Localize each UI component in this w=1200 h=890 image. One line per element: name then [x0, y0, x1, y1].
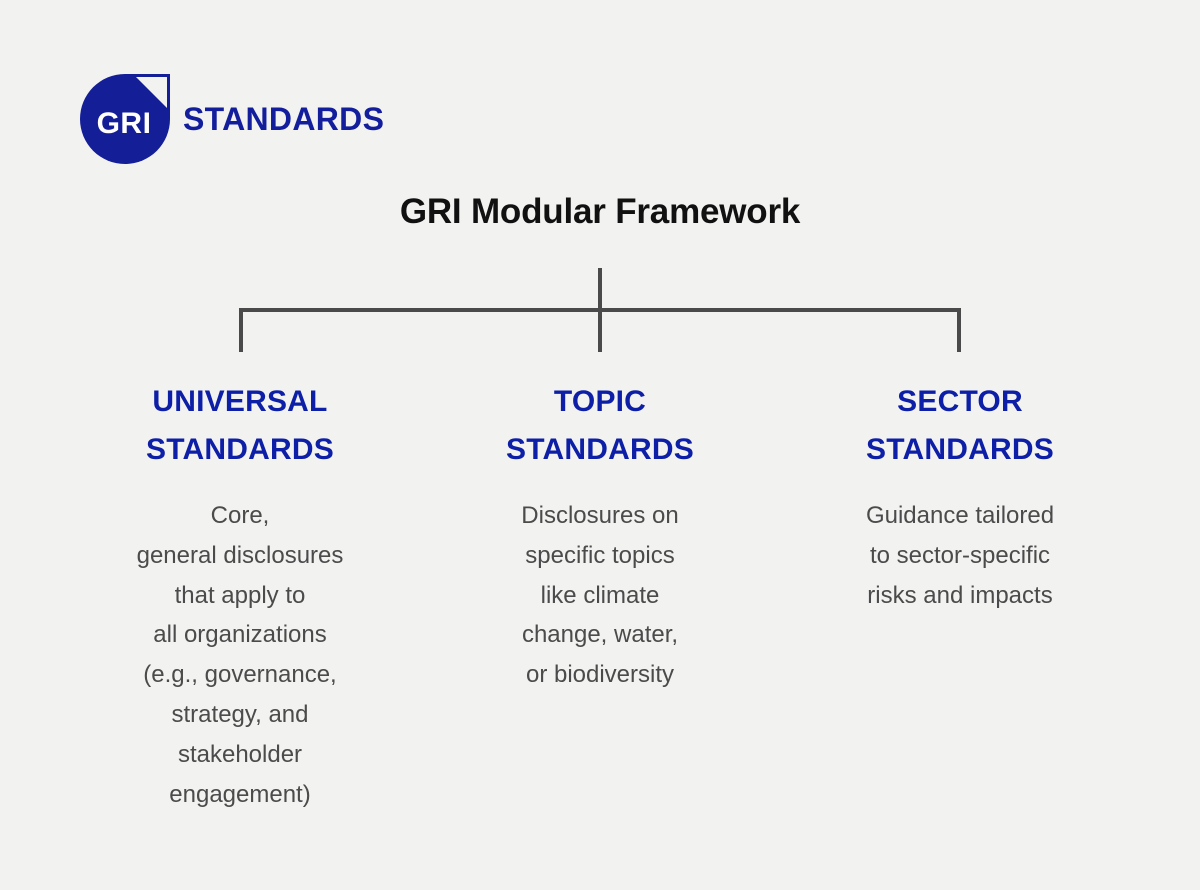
column-body-sector: Guidance tailored to sector-specific ris… [865, 502, 1055, 609]
logo-wordmark: STANDARDS [183, 101, 385, 137]
page-title: GRI Modular Framework [399, 192, 801, 231]
framework-columns: UNIVERSAL STANDARDS Core, general disclo… [0, 378, 1200, 815]
connector-lines [0, 260, 1200, 360]
column-body-topic: Disclosures on specific topics like clim… [521, 502, 679, 689]
gri-circle-logo-icon: GRI [80, 74, 170, 164]
column-body-universal: Core, general disclosures that apply to … [136, 502, 344, 808]
svg-text:GRI: GRI [97, 107, 152, 140]
column-sector-standards: SECTOR STANDARDS Guidance tailored to se… [780, 378, 1140, 815]
column-universal-standards: UNIVERSAL STANDARDS Core, general disclo… [60, 378, 420, 815]
column-heading-topic: TOPIC STANDARDS [506, 385, 694, 466]
column-topic-standards: TOPIC STANDARDS Disclosures on specific … [420, 378, 780, 815]
column-heading-universal: UNIVERSAL STANDARDS [146, 385, 334, 466]
column-heading-sector: SECTOR STANDARDS [866, 385, 1054, 466]
gri-standards-logo: GRI STANDARDS [80, 74, 384, 164]
